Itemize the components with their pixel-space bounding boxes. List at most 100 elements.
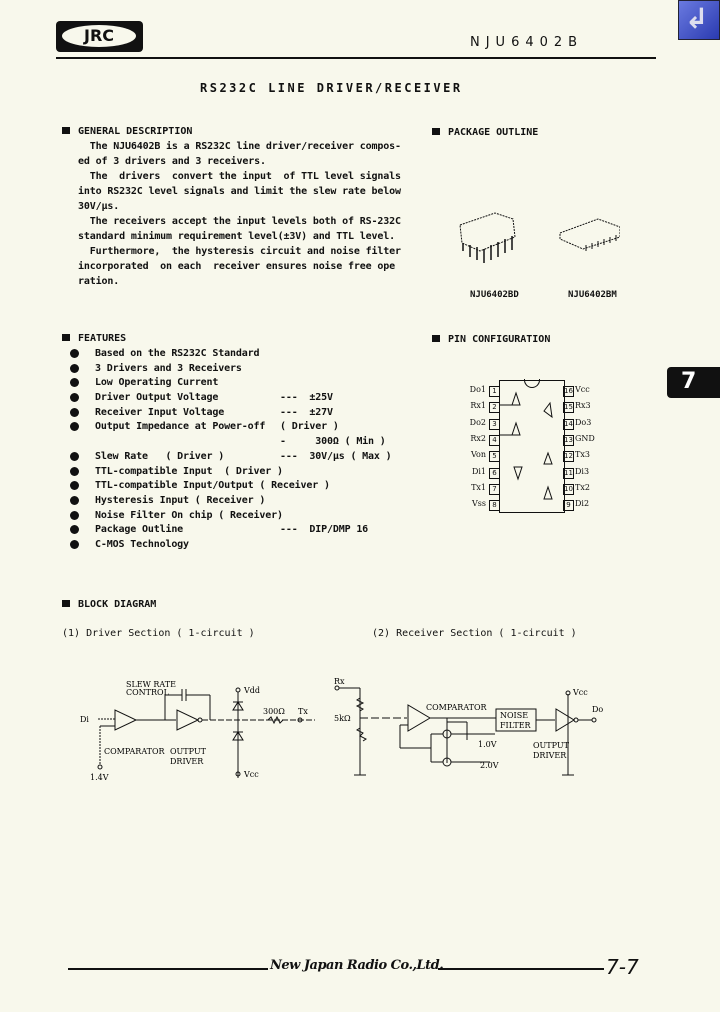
bullet-icon: [70, 407, 79, 417]
package-label-dmp: NJU6402BM: [568, 290, 617, 300]
package-label-dip: NJU6402BD: [470, 290, 519, 300]
pin-configuration-heading: PIN CONFIGURATION: [432, 334, 550, 345]
chapter-tab: 7: [667, 367, 720, 398]
pin-number: 16: [563, 386, 574, 397]
receiver-section-diagram: Rx 5kΩ COMPARATOR NOISE FILTER 1.0V 2.0V…: [334, 677, 603, 776]
vcc-label: Vcc: [243, 770, 259, 779]
bullet-icon: [70, 393, 79, 403]
pin-name: GND: [575, 433, 595, 443]
output-label: OUTPUT: [533, 741, 570, 750]
pin-name: Vss: [472, 499, 486, 509]
page-number: 7-7: [606, 955, 639, 979]
pin-number: 11: [563, 467, 574, 479]
feature-label: C-MOS Technology: [95, 538, 189, 550]
text-line: The NJU6402B is a RS232C line driver/rec…: [78, 141, 401, 152]
features-heading: FEATURES: [62, 333, 126, 344]
pin-name: Do3: [575, 417, 592, 427]
noise-label: NOISE: [500, 711, 528, 720]
general-description-heading: GENERAL DESCRIPTION: [62, 126, 192, 137]
pin-name: Di2: [575, 499, 590, 509]
text-line: Furthermore, the hysteresis circuit and …: [78, 246, 401, 257]
text-line: The drivers convert the input of TTL lev…: [78, 171, 401, 182]
text-line: ration.: [78, 276, 120, 287]
vcc-label: Vcc: [572, 688, 588, 697]
pin-number: 5: [489, 451, 500, 463]
dmp16-package-drawing: [559, 218, 620, 251]
tx-label: Tx: [298, 707, 308, 716]
feature-label: Receiver Input Voltage: [95, 406, 225, 418]
output-label: OUTPUT: [170, 747, 207, 756]
feature-label: Slew Rate ( Driver ): [95, 450, 225, 462]
pin-number: 15: [563, 402, 574, 414]
threshold1-label: 1.0V: [478, 740, 497, 749]
driver-section-title: (1) Driver Section ( 1-circuit ): [62, 628, 255, 639]
feature-label: Driver Output Voltage: [95, 392, 219, 404]
pin-number: 1: [489, 386, 500, 397]
control-label: CONTROL: [126, 688, 170, 697]
internal-buffers: [500, 391, 553, 500]
back-button[interactable]: ↲: [678, 0, 720, 40]
page-title: RS232C LINE DRIVER/RECEIVER: [200, 81, 463, 95]
comparator-label: COMPARATOR: [426, 703, 488, 712]
pin-number: 10: [563, 483, 574, 495]
feature-value: --- DIP/DMP 16: [280, 524, 369, 536]
pin-name: Rx3: [575, 401, 591, 411]
block-diagram-heading: BLOCK DIAGRAM: [62, 599, 156, 610]
receiver-section-title: (2) Receiver Section ( 1-circuit ): [372, 628, 577, 639]
feature-value: - 300Ω ( Min ): [280, 436, 386, 448]
do-label: Do: [592, 705, 603, 714]
return-arrow-icon: ↲: [685, 2, 709, 35]
pin-number: 13: [563, 434, 574, 446]
bullet-icon: [70, 539, 79, 549]
filter-label: FILTER: [500, 721, 532, 730]
pin-name: Von: [470, 450, 486, 460]
feature-label: Based on the RS232C Standard: [95, 348, 260, 359]
bullet-icon: [70, 451, 79, 461]
jrc-logo: JRC: [56, 21, 143, 52]
bullet-icon: [70, 495, 79, 505]
feature-label: Noise Filter On chip ( Receiver): [95, 509, 283, 521]
resistor-label: 300Ω: [263, 707, 285, 716]
threshold2-label: 2.0V: [480, 761, 499, 770]
pin-name: Do2: [469, 417, 486, 427]
text-line: 30V/μs.: [78, 201, 120, 212]
driver-label: DRIVER: [533, 751, 567, 760]
feature-label: Output Impedance at Power-off: [95, 421, 266, 433]
text-line: ed of 3 drivers and 3 receivers.: [78, 156, 266, 167]
pin-number: 2: [489, 402, 500, 414]
driver-section-diagram: Di SLEW RATE CONTROL COMPARATOR OUTPUT D…: [80, 680, 315, 782]
footer-rule-right: [438, 968, 604, 970]
pin-number: 9: [563, 500, 574, 512]
package-outline-heading: PACKAGE OUTLINE: [432, 127, 538, 138]
footer-company: New Japan Radio Co.,Ltd.: [270, 958, 444, 973]
feature-label: TTL-compatible Input/Output ( Receiver ): [95, 480, 330, 492]
footer-rule-left: [68, 968, 268, 970]
chapter-number: 7: [681, 369, 697, 394]
pin-number: 12: [563, 451, 574, 463]
pin-name: Di1: [471, 466, 486, 476]
header-rule: [56, 57, 656, 59]
bullet-icon: [70, 510, 79, 520]
bullet-icon: [70, 481, 79, 491]
text-line: standard minimum requirement level(±3V) …: [78, 231, 396, 242]
ic-body: [499, 379, 565, 513]
feature-label: Package Outline: [95, 524, 184, 536]
feature-value: --- ±27V: [280, 406, 333, 418]
pin-number: 14: [563, 418, 574, 430]
pin-number: 6: [489, 467, 500, 479]
feature-value: ( Driver ): [280, 421, 339, 433]
part-number: NJU6402B: [470, 35, 584, 50]
pin-name: Tx3: [575, 450, 590, 460]
pin-name: Vcc: [575, 385, 590, 394]
vdd-label: Vdd: [243, 686, 260, 695]
pin-number: 4: [489, 434, 500, 446]
general-description-body: The NJU6402B is a RS232C line driver/rec…: [78, 139, 401, 289]
pin-name: Tx2: [575, 482, 590, 492]
di-label: Di: [80, 715, 89, 724]
driver-label: DRIVER: [170, 757, 204, 766]
feature-value: --- 30V/μs ( Max ): [280, 450, 392, 462]
pin-number: 3: [489, 418, 500, 430]
text-line: incorporated on each receiver ensures no…: [78, 261, 396, 272]
slew-label: SLEW RATE: [126, 680, 176, 689]
